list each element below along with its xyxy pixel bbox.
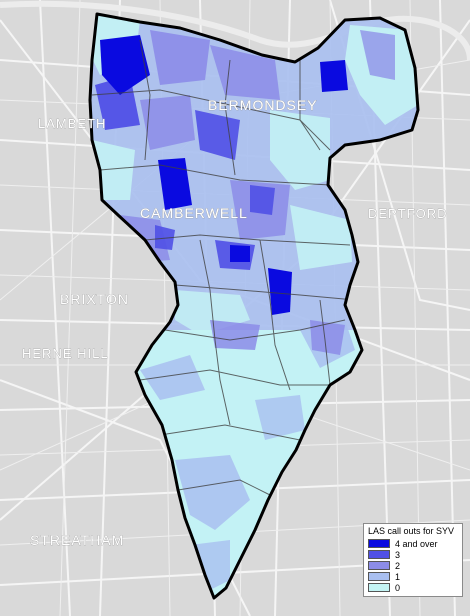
area-class-1 — [190, 540, 230, 590]
place-label-camberwell: CAMBERWELL — [140, 205, 248, 221]
place-label-herne-hill: HERNE HILL — [22, 346, 109, 361]
area-class-3 — [250, 185, 275, 215]
legend-item: 3 — [368, 549, 458, 560]
legend-swatch — [368, 539, 390, 548]
legend-swatch — [368, 550, 390, 559]
place-label-brixton: BRIXTON — [60, 291, 129, 307]
area-class-2 — [360, 30, 395, 80]
legend-item: 2 — [368, 560, 458, 571]
area-class-1 — [140, 355, 205, 400]
area-class-4 — [158, 158, 192, 210]
area-class-2 — [140, 95, 195, 150]
ward-boundaries — [91, 39, 356, 496]
area-class-0 — [270, 110, 330, 190]
area-class-4 — [268, 268, 292, 315]
legend-label: 4 and over — [395, 538, 438, 549]
area-class-2 — [310, 320, 345, 355]
area-class-0 — [290, 205, 352, 270]
area-class-1 — [175, 455, 250, 530]
legend-label: 2 — [395, 560, 401, 571]
map-legend: LAS call outs for SYV 4 and over 3 2 1 0 — [363, 523, 463, 597]
area-class-3 — [155, 225, 175, 250]
river-thames — [0, 0, 470, 61]
area-class-0 — [92, 140, 135, 200]
legend-title: LAS call outs for SYV — [368, 526, 455, 536]
legend-label: 1 — [395, 571, 401, 582]
place-label-deptford: DEPTFORD — [368, 206, 448, 221]
legend-swatch — [368, 583, 390, 592]
legend-label: 0 — [395, 582, 401, 593]
place-label-lambeth: LAMBETH — [38, 116, 106, 131]
place-label-bermondsey: BERMONDSEY — [208, 97, 318, 113]
place-label-streatham: STREATHAM — [30, 532, 124, 548]
legend-item: 4 and over — [368, 538, 458, 549]
legend-item: 1 — [368, 571, 458, 582]
area-class-4 — [320, 60, 348, 92]
legend-item: 0 — [368, 582, 458, 593]
area-class-3 — [195, 110, 240, 160]
area-class-1 — [255, 395, 305, 440]
borough-boundary — [88, 12, 420, 600]
area-class-2 — [150, 30, 210, 85]
legend-swatch — [368, 561, 390, 570]
area-class-4 — [100, 35, 150, 95]
legend-swatch — [368, 572, 390, 581]
legend-label: 3 — [395, 549, 401, 560]
area-class-4 — [230, 245, 250, 262]
area-class-2 — [210, 320, 260, 350]
